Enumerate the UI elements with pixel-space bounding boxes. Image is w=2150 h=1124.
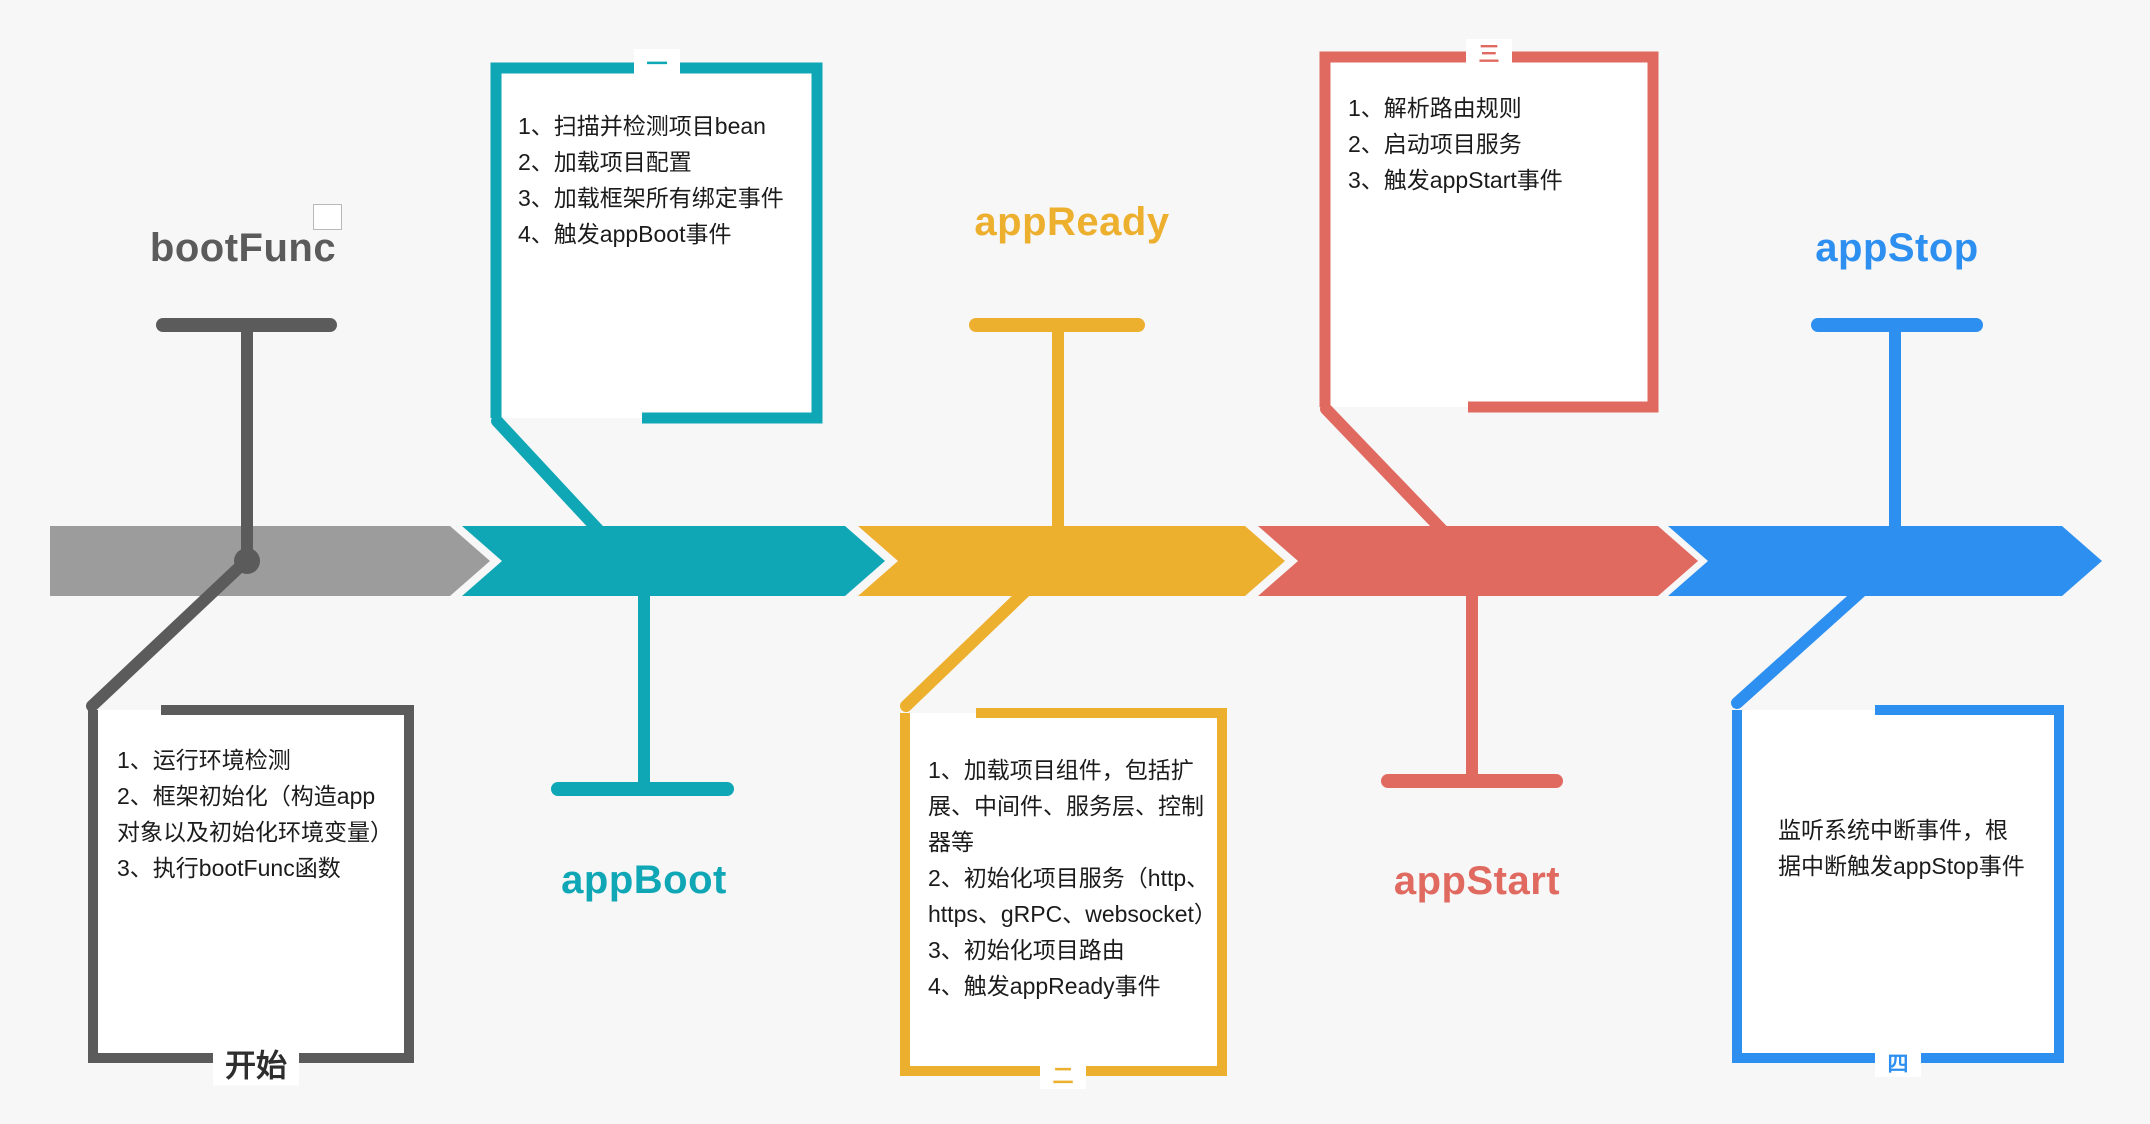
bootfunc-note-box (88, 705, 414, 1063)
timeline-arrow-appboot (462, 526, 885, 596)
note-item: 2、启动项目服务 (1348, 131, 1522, 157)
marker-appstop: 四 (1875, 1049, 1921, 1077)
note-item: 3、初始化项目路由 (928, 937, 1125, 963)
appstart-note-box (1319, 51, 1659, 413)
stage-label-appready: appReady (974, 200, 1170, 244)
note-bootfunc: 1、运行环境检测 2、框架初始化（构造app对象以及初始化环境变量） 3、执行b… (117, 742, 393, 886)
note-item: 1、运行环境检测 (117, 747, 291, 773)
appready-note-box (900, 708, 1227, 1076)
start-label: 开始 (213, 1040, 299, 1086)
note-appstop: 监听系统中断事件，根据中断触发appStop事件 (1778, 812, 2026, 884)
stage-label-appboot: appBoot (561, 858, 727, 902)
appstop-note-box (1732, 705, 2064, 1063)
note-item: 1、扫描并检测项目bean (518, 113, 766, 139)
stage-label-appstart: appStart (1393, 859, 1561, 903)
note-item: 3、触发appStart事件 (1348, 167, 1563, 193)
note-item: 4、触发appBoot事件 (518, 221, 732, 247)
marker-appstart: 三 (1466, 39, 1512, 67)
note-item: 1、解析路由规则 (1348, 95, 1522, 121)
bootfunc-junction-dot (234, 548, 260, 574)
appboot-note-box (490, 62, 823, 424)
appready-diagonal (900, 554, 1064, 712)
note-item: 4、触发appReady事件 (928, 973, 1161, 999)
note-item: 3、加载框架所有绑定事件 (518, 185, 784, 211)
note-item: 2、初始化项目服务（http、https、gRPC、websocket） (928, 865, 1217, 927)
note-item: 3、执行bootFunc函数 (117, 855, 341, 881)
appboot-diagonal (491, 415, 650, 585)
note-appstart: 1、解析路由规则 2、启动项目服务 3、触发appStart事件 (1348, 90, 1640, 198)
marker-appboot: 一 (634, 49, 680, 77)
stage-label-bootfunc: bootFunc (149, 226, 337, 270)
timeline-arrow-bootfunc (50, 526, 490, 596)
appready-junction-dot (1045, 547, 1071, 573)
note-item: 2、加载项目配置 (518, 149, 692, 175)
stage-label-appstop: appStop (1815, 226, 1979, 270)
timeline-arrow-appready (858, 526, 1285, 596)
appstart-diagonal (1320, 403, 1477, 566)
appstop-diagonal (1731, 555, 1901, 709)
bootfunc-anchor-marker (313, 204, 342, 230)
note-item: 2、框架初始化（构造app对象以及初始化环境变量） (117, 783, 393, 845)
note-appboot: 1、扫描并检测项目bean 2、加载项目配置 3、加载框架所有绑定事件 4、触发… (518, 108, 806, 252)
note-appready: 1、加载项目组件，包括扩展、中间件、服务层、控制器等 2、初始化项目服务（htt… (928, 752, 1217, 1004)
appstop-junction-dot (1882, 548, 1908, 574)
bootfunc-diagonal (86, 554, 253, 712)
marker-appready: 二 (1040, 1061, 1086, 1089)
note-item: 1、加载项目组件，包括扩展、中间件、服务层、控制器等 (928, 757, 1204, 855)
note-item: 监听系统中断事件，根据中断触发appStop事件 (1778, 817, 2025, 879)
